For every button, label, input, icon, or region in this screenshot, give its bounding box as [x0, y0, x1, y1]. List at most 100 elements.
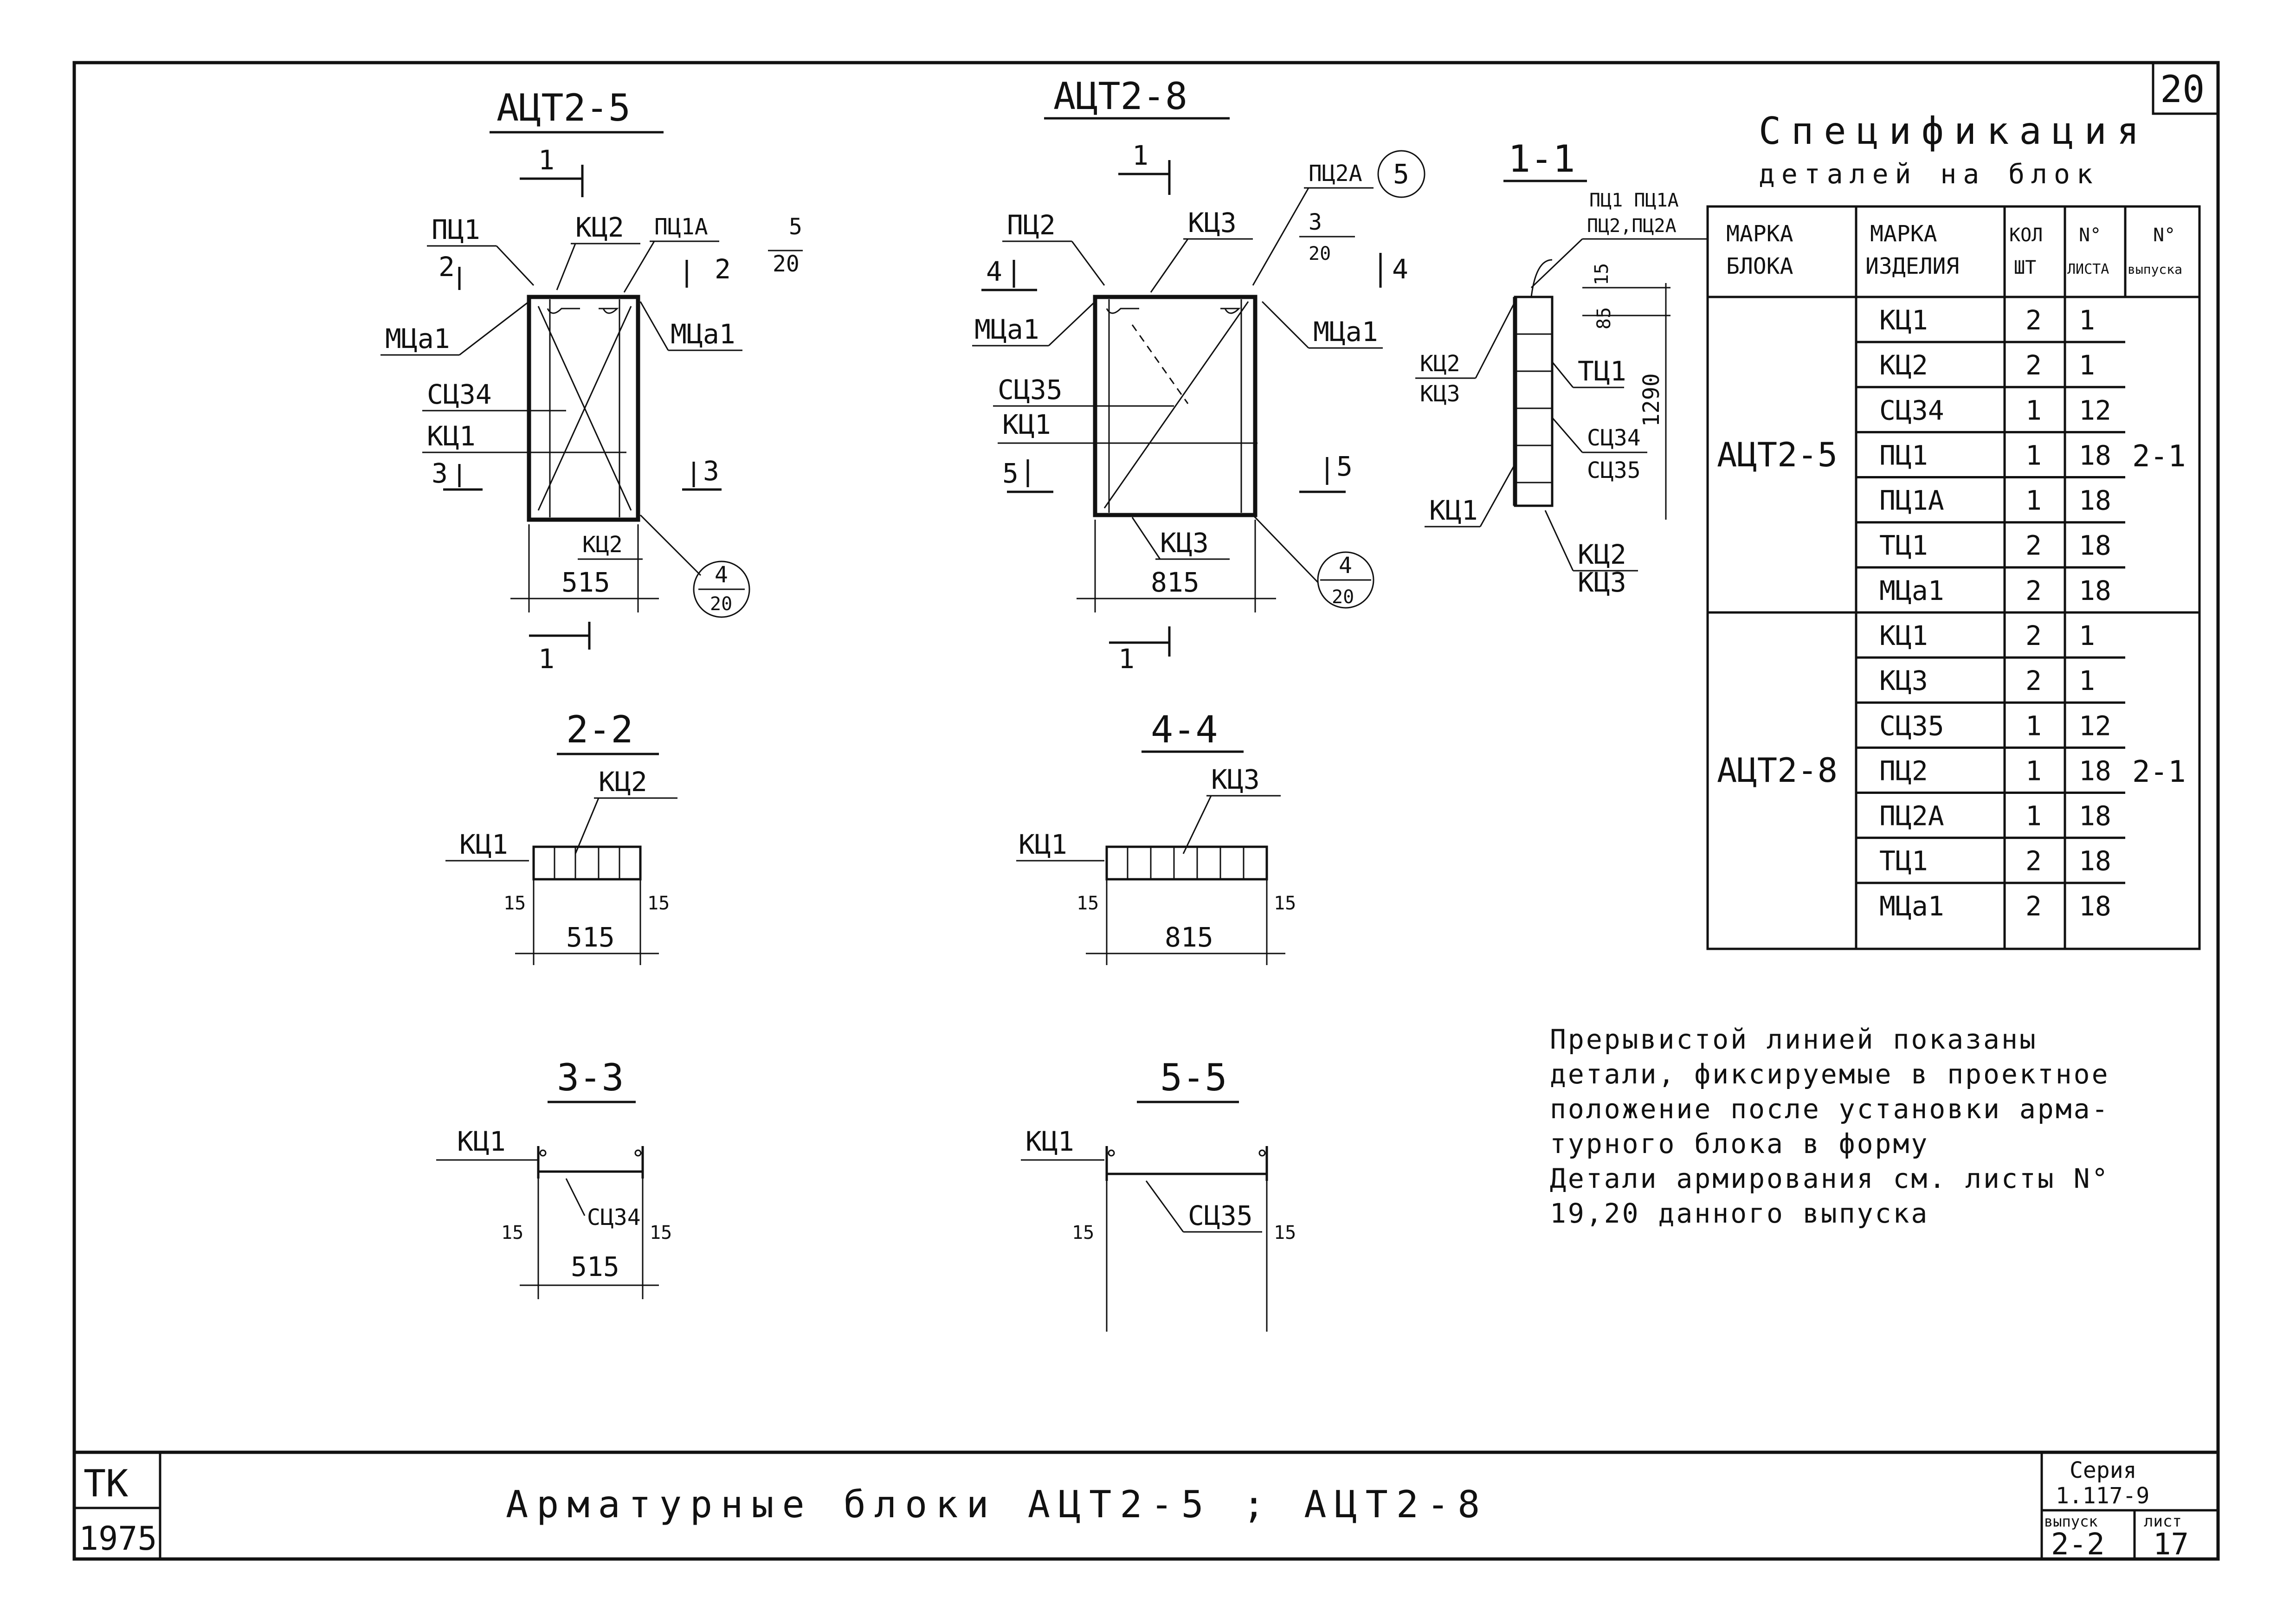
dim-15: 15: [1591, 263, 1612, 285]
label-left: КЦ1: [457, 1126, 506, 1157]
label-kc2-bottom: КЦ2: [582, 532, 623, 558]
ref-num: 4: [1339, 553, 1352, 579]
title-block: ТК 1975 Арматурные блоки АЦТ2-5 ; АЦТ2-8…: [79, 1457, 2189, 1562]
issue-value: 2-2: [2051, 1527, 2105, 1562]
spec-cell-sheet: 1: [2079, 349, 2095, 381]
ref-num: 4: [715, 562, 728, 588]
spec-block-mark: АЦТ2-8: [1717, 751, 1838, 790]
note-line: турного блока в форму: [1550, 1128, 1929, 1160]
label-sc35: СЦ35: [998, 374, 1063, 406]
spec-header: МАРКА БЛОКА МАРКА ИЗДЕЛИЯ КОЛ ШТ N° ЛИСТ…: [1726, 221, 2182, 279]
block-title: АЦТ2-5: [497, 86, 631, 129]
dim-515: 515: [561, 567, 610, 598]
cut-mark: 3: [432, 457, 448, 489]
ref-den: 20: [710, 593, 732, 615]
label-top: КЦ2: [599, 766, 647, 798]
spec-cell-item: КЦ1: [1879, 620, 1928, 651]
spec-cell-sheet: 18: [2079, 485, 2111, 516]
header-item: ИЗДЕЛИЯ: [1865, 253, 1959, 279]
section-body: [532, 845, 642, 881]
ref-den: 20: [773, 251, 800, 277]
section-5-5: 5-5 КЦ1 СЦ35 15 15: [1021, 1056, 1296, 1332]
label-sc34: СЦ34: [1587, 425, 1641, 451]
cut-mark: 1: [1132, 140, 1148, 171]
label-left: КЦ1: [1019, 829, 1067, 860]
spec-cell-qty: 1: [2025, 439, 2042, 471]
label-kc2b: КЦ2: [1578, 539, 1626, 570]
year: 1975: [79, 1520, 157, 1558]
sheet-number: 20: [2160, 68, 2205, 111]
spec-cell-sheet: 18: [2079, 845, 2111, 877]
label-pc2a: ПЦ2А: [1309, 161, 1362, 187]
spec-cell-sheet: 18: [2079, 530, 2111, 561]
dim-15a: 15: [1072, 1222, 1094, 1243]
spec-cell-sheet: 12: [2079, 710, 2111, 741]
cut-mark: 4: [1392, 253, 1408, 285]
header-item: МАРКА: [1870, 221, 1937, 247]
label-kc1: КЦ1: [1002, 409, 1051, 440]
dim-15a: 15: [1077, 893, 1099, 914]
dim-15a: 15: [501, 1222, 523, 1243]
label-kc2: КЦ2: [575, 212, 624, 243]
spec-cell-item: ТЦ1: [1879, 845, 1928, 877]
outer-frame: [72, 61, 2220, 1561]
header-issue: выпуска: [2128, 262, 2182, 277]
ref-den: 20: [1309, 243, 1331, 264]
dim-15b: 15: [1274, 893, 1296, 914]
label-tc1: ТЦ1: [1578, 355, 1626, 387]
spec-issue: 2-1: [2132, 439, 2186, 474]
ref-num: 5: [789, 214, 802, 240]
note-line: детали, фиксируемые в проектное: [1550, 1058, 2110, 1090]
label-top: КЦ3: [1211, 764, 1260, 795]
cut-mark: 1: [538, 643, 555, 675]
drawing-title: Арматурные блоки АЦТ2-5 ; АЦТ2-8: [506, 1483, 1488, 1526]
label-left: КЦ1: [459, 829, 508, 860]
header-issue: N°: [2153, 225, 2175, 246]
section-title: 5-5: [1160, 1056, 1227, 1099]
label-sc35: СЦ35: [1587, 457, 1641, 483]
spec-cell-qty: 1: [2025, 710, 2042, 741]
label-mca1-left: МЦа1: [385, 323, 450, 354]
spec-cell-sheet: 18: [2079, 755, 2111, 786]
sheet-number-box: [2152, 61, 2219, 115]
dim-width: 815: [1165, 921, 1213, 953]
label-kc2: КЦ2: [1420, 351, 1460, 377]
spec-cell-item: КЦ1: [1879, 304, 1928, 336]
label-left: КЦ1: [1025, 1126, 1074, 1157]
label-kc3-bottom: КЦ3: [1160, 527, 1209, 559]
header-qty: КОЛ: [2009, 225, 2043, 246]
header-sheet: N°: [2079, 225, 2101, 246]
section-title: 2-2: [566, 708, 633, 751]
section-1-1: 1-1 ПЦ1 ПЦ1А ПЦ2,ПЦ2А 15 85 1290 КЦ2 КЦ3…: [1415, 137, 1708, 598]
spec-cell-qty: 2: [2025, 349, 2042, 381]
series-value: 1.117-9: [2056, 1483, 2149, 1509]
spec-cell-item: СЦ35: [1879, 710, 1944, 741]
spec-cell-item: ПЦ2А: [1879, 800, 1944, 832]
label-pc1: ПЦ1: [432, 214, 480, 245]
cut-mark: 5: [1002, 457, 1019, 489]
spec-cell-item: СЦ34: [1879, 394, 1944, 426]
spec-cell-item: МЦа1: [1879, 890, 1944, 922]
cut-mark: 1: [1118, 643, 1135, 675]
spec-cell-qty: 1: [2025, 755, 2042, 786]
spec-cell-item: КЦ2: [1879, 349, 1928, 381]
label-pc2: ПЦ2: [1007, 209, 1056, 241]
block-frame: [527, 295, 640, 522]
label-kc3: КЦ3: [1188, 207, 1237, 238]
spec-cell-item: ТЦ1: [1879, 530, 1928, 561]
ref-circle: 5: [1393, 158, 1409, 190]
spec-issue: 2-1: [2132, 755, 2186, 789]
spec-cell-qty: 2: [2025, 890, 2042, 922]
spec-cell-item: МЦа1: [1879, 575, 1944, 606]
specification-table: Спецификация деталей на блок МАРКА БЛОКА…: [1706, 110, 2201, 950]
spec-cell-sheet: 1: [2079, 304, 2095, 336]
dim-1290: 1290: [1638, 373, 1664, 427]
cut-mark: 2: [715, 253, 731, 285]
spec-cell-sheet: 1: [2079, 665, 2095, 696]
notes: Прерывистой линией показаны детали, фикс…: [1550, 1024, 2110, 1229]
section-title: 3-3: [557, 1056, 624, 1099]
issue-label: выпуск: [2044, 1513, 2098, 1530]
spec-cell-qty: 2: [2025, 665, 2042, 696]
spec-cell-sheet: 18: [2079, 800, 2111, 832]
